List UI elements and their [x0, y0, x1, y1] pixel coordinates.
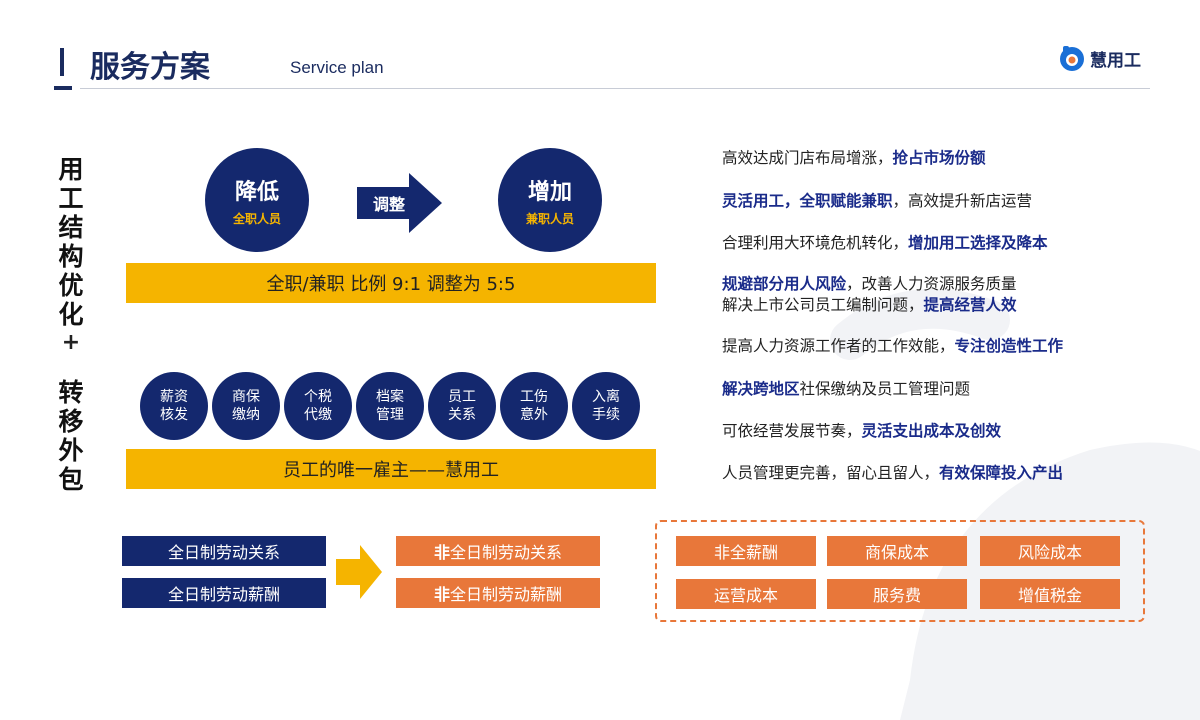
benefit-item: 解决上市公司员工编制问题，提高经营人效: [722, 296, 1017, 314]
reduce-circle-main: 降低: [234, 179, 279, 205]
service-label-1: 薪资: [160, 389, 188, 405]
service-label-2: 手续: [592, 407, 620, 423]
cost-item: 服务费: [827, 579, 967, 609]
service-circle-records: 档案 管理: [356, 372, 424, 440]
benefit-item: 人员管理更完善，留心且留人，有效保障投入产出: [722, 464, 1064, 482]
page-subtitle: Service plan: [290, 58, 384, 77]
service-label-1: 工伤: [520, 389, 548, 405]
service-label-2: 缴纳: [232, 407, 260, 423]
service-circle-relations: 员工 关系: [428, 372, 496, 440]
service-circle-tax: 个税 代缴: [284, 372, 352, 440]
ratio-bar: 全职/兼职 比例 9:1 调整为 5:5: [126, 263, 656, 303]
cost-item: 增值税金: [980, 579, 1120, 609]
increase-circle-sub: 兼职人员: [525, 211, 574, 226]
benefit-item: 解决跨地区社保缴纳及员工管理问题: [722, 380, 971, 398]
cost-item: 非全薪酬: [676, 536, 816, 566]
benefit-item: 高效达成门店布局增涨，抢占市场份额: [722, 149, 986, 167]
logo-text: 慧用工: [1090, 50, 1141, 71]
service-label-1: 入离: [592, 389, 620, 405]
benefit-item: 可依经营发展节奏，灵活支出成本及创效: [722, 422, 1002, 440]
benefit-item: 合理利用大环境危机转化，增加用工选择及降本: [722, 234, 1048, 252]
cost-item: 商保成本: [827, 536, 967, 566]
employer-bar: 员工的唯一雇主——慧用工: [126, 449, 656, 489]
logo-icon: [1060, 46, 1084, 71]
adjust-arrow-icon: [357, 173, 442, 233]
service-label-1: 商保: [232, 389, 260, 405]
relation-to-2: 非全日制劳动薪酬: [396, 578, 600, 608]
relation-from-1: 全日制劳动关系: [122, 536, 326, 566]
benefit-item: 提高人力资源工作者的工作效能，专注创造性工作: [722, 337, 1064, 355]
vertical-title-bottom: 转移外包: [58, 378, 84, 494]
service-label-2: 代缴: [304, 407, 332, 423]
benefit-item: 规避部分用人风险，改善人力资源服务质量: [722, 275, 1017, 293]
cost-item: 风险成本: [980, 536, 1120, 566]
benefit-item: 灵活用工，全职赋能兼职，高效提升新店运营: [722, 192, 1033, 210]
cost-group: [655, 520, 1145, 622]
header-divider: [80, 88, 1150, 89]
increase-circle: 增加 兼职人员: [498, 148, 602, 252]
vertical-plus: +: [61, 330, 81, 355]
service-circle-injury: 工伤 意外: [500, 372, 568, 440]
reduce-circle: 降低 全职人员: [205, 148, 309, 252]
increase-circle-main: 增加: [527, 179, 572, 205]
header-accent-bar: [60, 48, 64, 76]
relation-from-2: 全日制劳动薪酬: [122, 578, 326, 608]
service-circle-insurance: 商保 缴纳: [212, 372, 280, 440]
convert-arrow-icon: [336, 545, 382, 599]
vertical-title-top: 用工结构优化: [58, 155, 84, 329]
service-label-1: 个税: [304, 389, 332, 405]
adjust-arrow-label: 调整: [372, 195, 405, 214]
relation-to-1: 非全日制劳动关系: [396, 536, 600, 566]
service-label-2: 意外: [520, 407, 548, 423]
reduce-circle-sub: 全职人员: [232, 211, 281, 226]
service-label-2: 核发: [160, 407, 188, 423]
header-dash: [54, 86, 72, 90]
background-decoration: [830, 288, 1200, 720]
service-label-1: 档案: [376, 389, 404, 405]
brand-logo: 慧用工: [1058, 42, 1158, 74]
service-label-2: 管理: [376, 407, 404, 423]
service-label-1: 员工: [448, 389, 476, 405]
service-circle-payroll: 薪资 核发: [140, 372, 208, 440]
service-label-2: 关系: [448, 407, 476, 423]
page-title: 服务方案: [90, 50, 210, 85]
service-circle-onboarding: 入离 手续: [572, 372, 640, 440]
cost-item: 运营成本: [676, 579, 816, 609]
